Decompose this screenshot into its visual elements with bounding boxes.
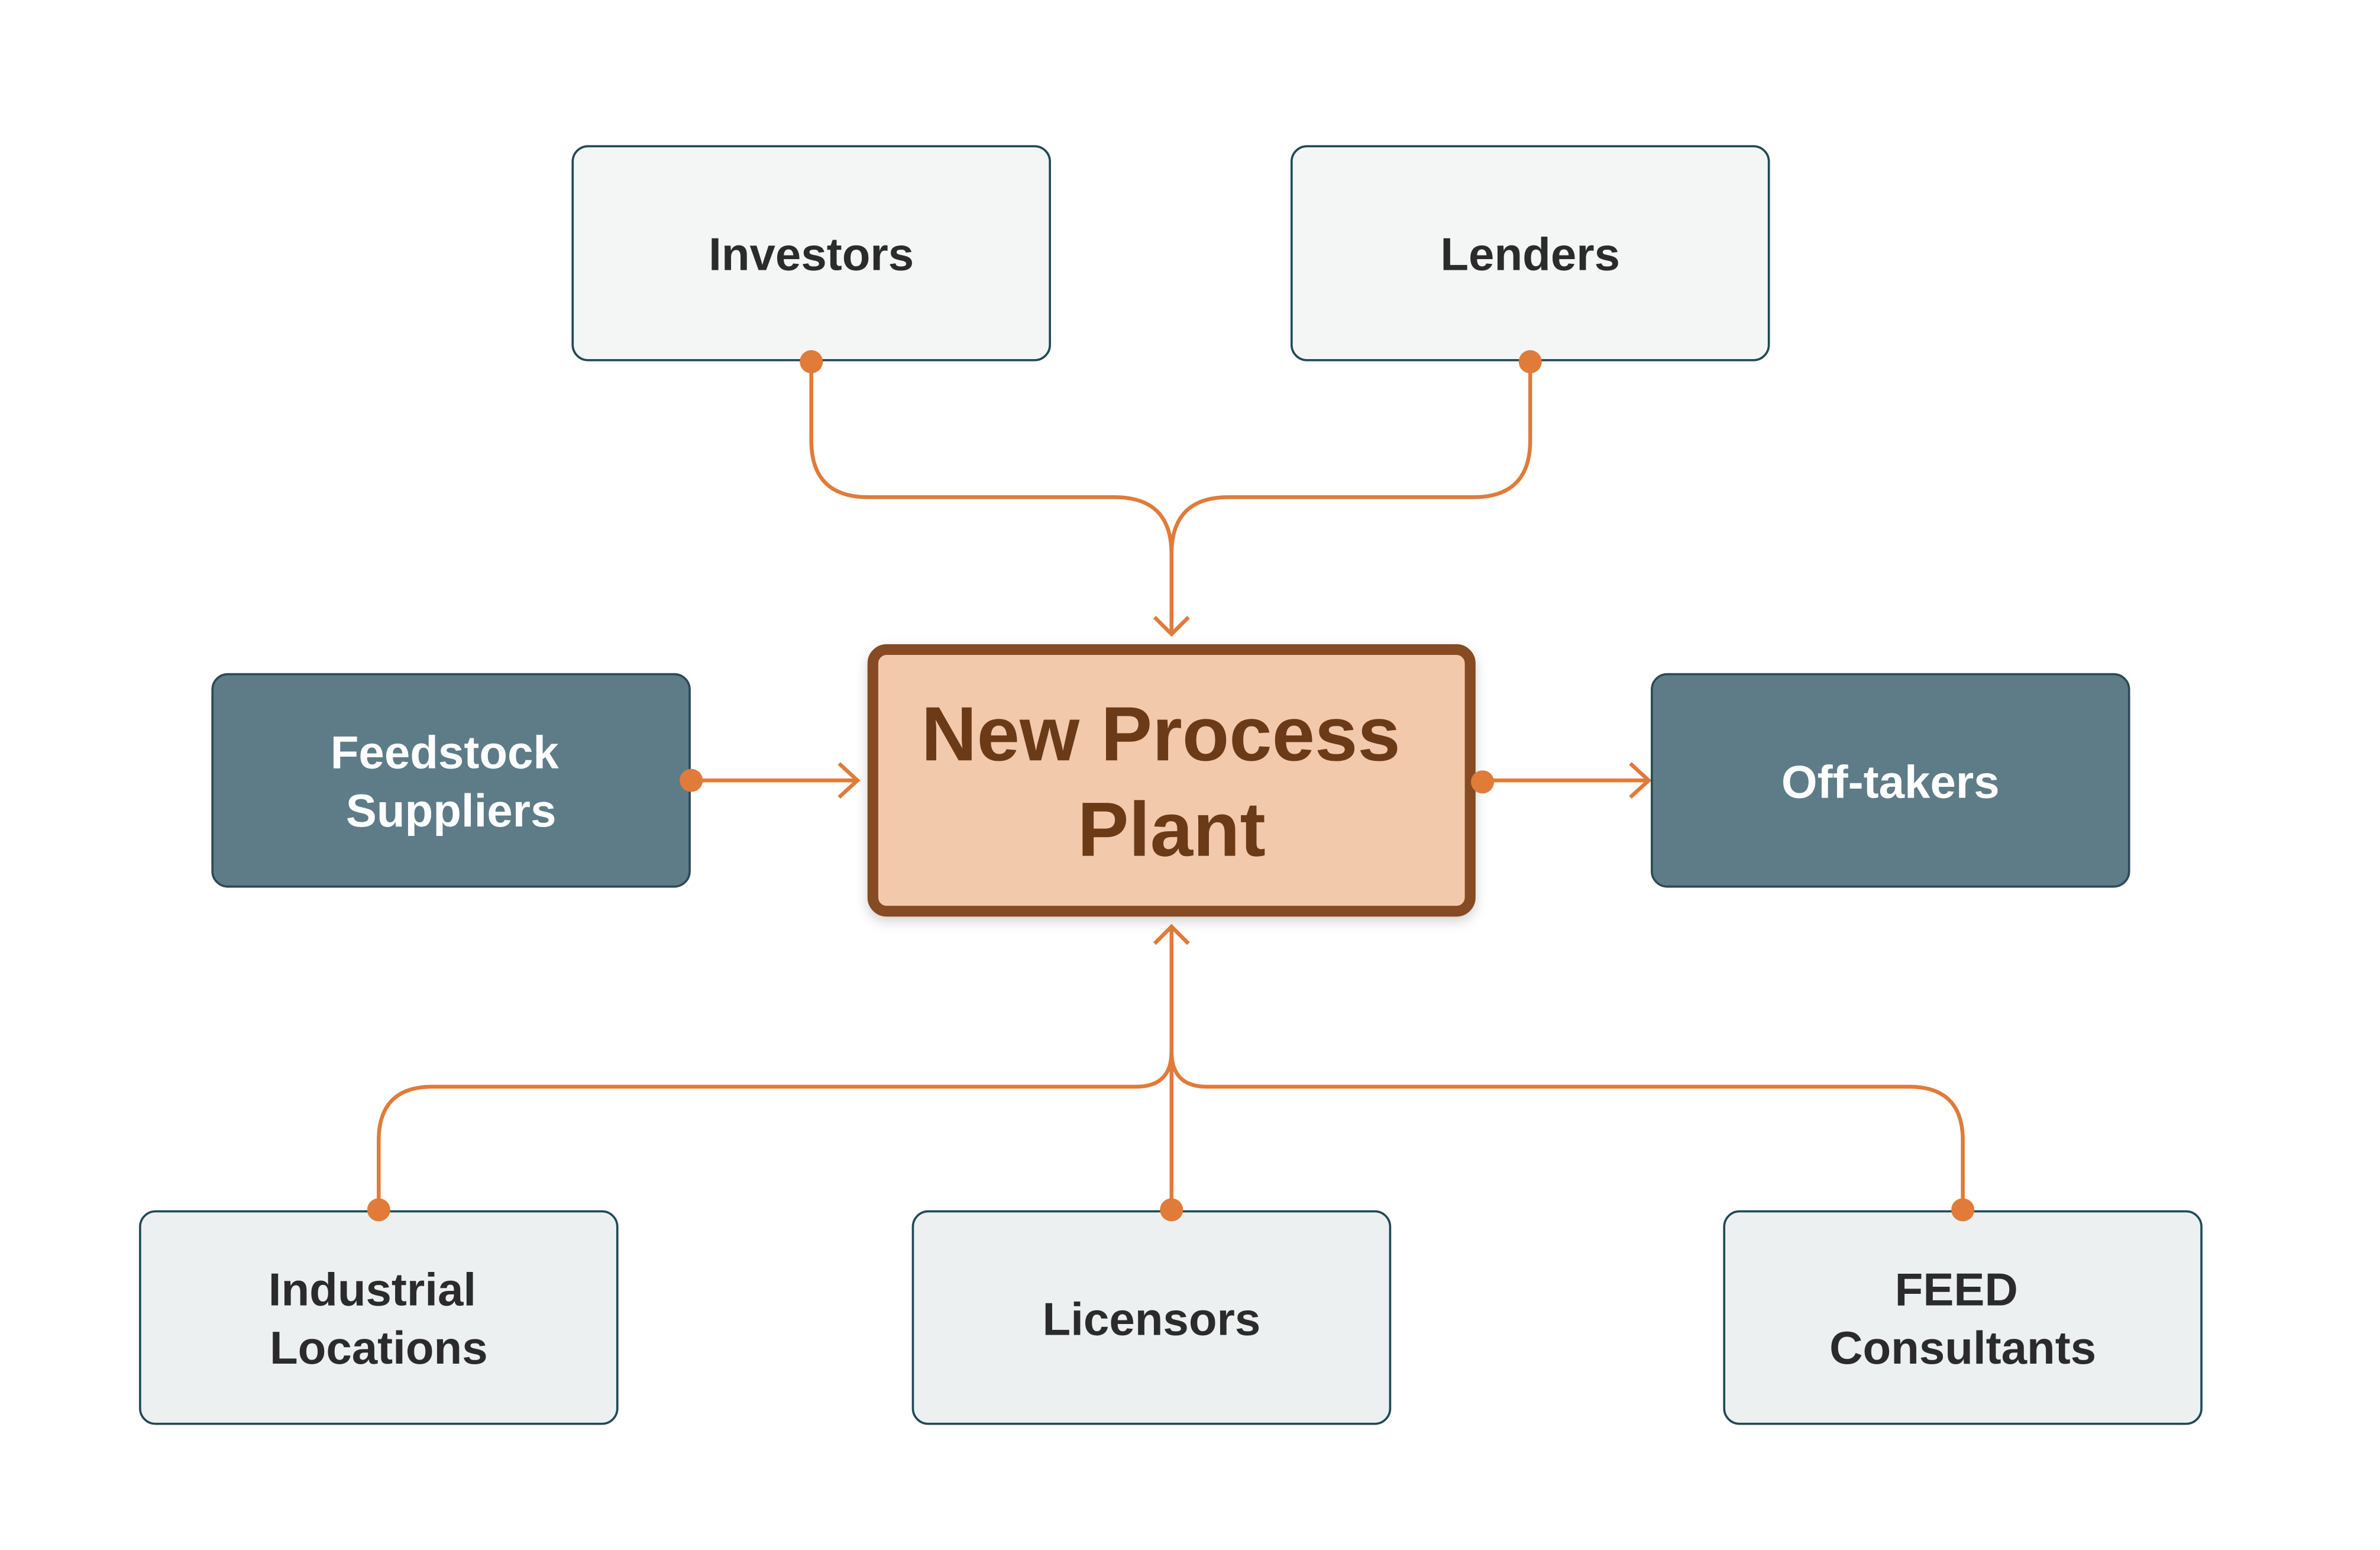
node-lenders-label: Lenders (1440, 228, 1620, 280)
node-feed-line-1: FEED (1895, 1263, 2018, 1315)
dot-licensors (1160, 1198, 1183, 1222)
node-feedstock-label: Feedstock Suppliers (331, 726, 572, 837)
node-feed-consultants: FEED Consultants (1723, 1210, 2203, 1425)
center-node-line-1: New Process (921, 690, 1401, 777)
node-lenders-line-1: Lenders (1440, 228, 1620, 280)
connector-feed (1169, 1051, 1965, 1210)
connector-industrial (377, 1051, 1174, 1210)
node-licensors: Licensors (911, 1210, 1392, 1425)
connector-lenders (1169, 361, 1532, 554)
node-new-process-plant: New Process Plant (867, 644, 1476, 917)
dot-feed (1951, 1198, 1975, 1222)
node-feedstock-line-1: Feedstock (331, 726, 560, 778)
connection-dots (367, 350, 1975, 1222)
arrowhead-right (1629, 762, 1652, 799)
node-feedstock-line-2: Suppliers (346, 784, 557, 837)
node-investors-label: Investors (709, 228, 914, 280)
node-offtakers-label: Off-takers (1781, 756, 2000, 808)
node-lenders: Lenders (1290, 145, 1770, 361)
dot-lenders (1518, 350, 1542, 373)
node-offtakers-line-1: Off-takers (1781, 756, 2000, 808)
dot-investors (800, 350, 823, 373)
node-licensors-label: Licensors (1043, 1293, 1261, 1345)
node-industrial-locations: Industrial Locations (139, 1210, 619, 1425)
connector-investors (809, 361, 1174, 631)
dot-center-right (1471, 770, 1495, 794)
dot-industrial (367, 1198, 390, 1222)
node-feedstock-suppliers: Feedstock Suppliers (211, 673, 691, 888)
center-node-line-2: Plant (1078, 786, 1266, 873)
connectors (377, 361, 1965, 1210)
arrowhead-left (837, 762, 861, 799)
node-industrial-line-2: Locations (270, 1322, 488, 1374)
node-investors: Investors (571, 145, 1051, 361)
arrowhead-top (1153, 616, 1190, 637)
node-investors-line-1: Investors (709, 228, 914, 280)
dot-feedstock (680, 768, 703, 792)
node-feed-label: FEED Consultants (1829, 1263, 2096, 1374)
arrowhead-bottom (1153, 923, 1190, 945)
node-feed-line-2: Consultants (1829, 1322, 2096, 1374)
center-node-label: New Process Plant (921, 690, 1422, 872)
node-industrial-label: Industrial Locations (269, 1263, 489, 1374)
node-industrial-line-1: Industrial (269, 1263, 476, 1315)
node-off-takers: Off-takers (1651, 673, 2130, 888)
node-licensors-line-1: Licensors (1043, 1293, 1261, 1345)
